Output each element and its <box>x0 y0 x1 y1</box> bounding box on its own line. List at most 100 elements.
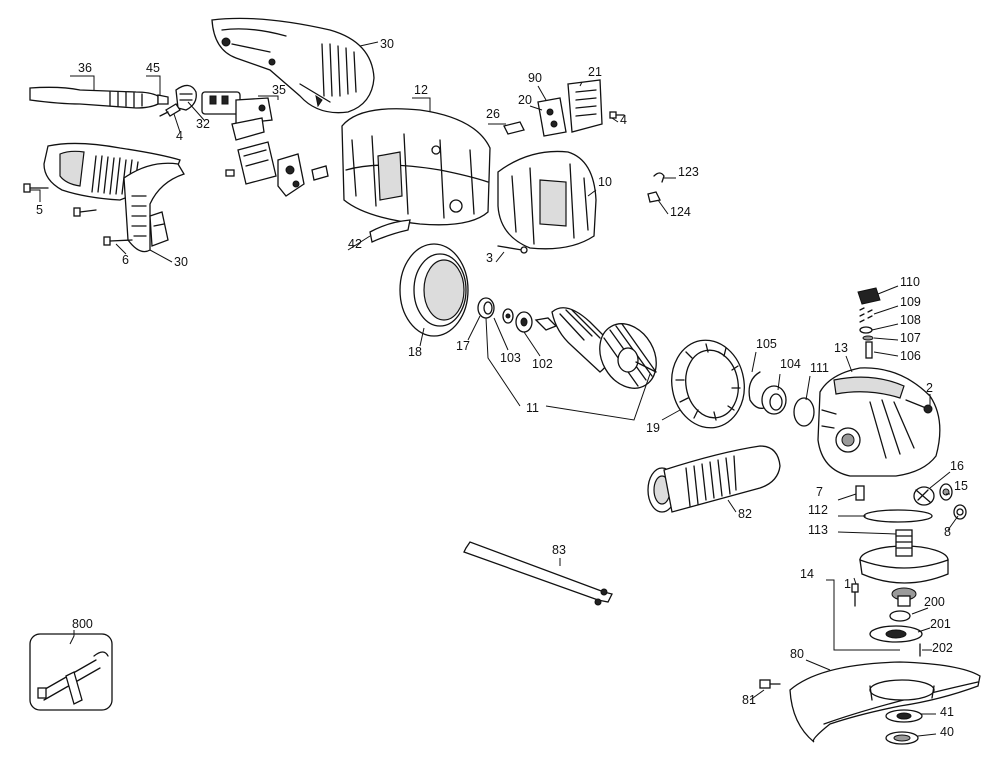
baffle-ring-18 <box>399 243 469 337</box>
label-123: 123 <box>678 165 699 179</box>
nut-40 <box>885 731 919 745</box>
cord-assembly <box>29 86 169 109</box>
label-21: 21 <box>588 65 602 79</box>
label-107: 107 <box>900 331 921 345</box>
screw-5 <box>23 183 49 193</box>
label-102: 102 <box>532 357 553 371</box>
gear-case <box>817 367 941 477</box>
label-83: 83 <box>552 543 566 557</box>
flange-41 <box>885 709 923 723</box>
label-106: 106 <box>900 349 921 363</box>
label-3: 3 <box>486 251 493 265</box>
label-200: 200 <box>924 595 945 609</box>
label-111: 111 <box>810 361 829 375</box>
brush-holder-right <box>537 79 625 137</box>
screw-7 <box>855 485 865 501</box>
bolt-81 <box>759 679 781 689</box>
screw-2 <box>905 399 933 414</box>
small-screw <box>159 103 181 117</box>
label-19: 19 <box>646 421 660 435</box>
fan-baffle-19 <box>671 339 745 429</box>
label-81: 81 <box>742 693 756 707</box>
label-2: 2 <box>926 381 933 395</box>
o-ring-112 <box>863 509 933 523</box>
washer-8 <box>953 504 967 520</box>
label-800: 800 <box>72 617 93 631</box>
stator <box>497 150 597 250</box>
washer-103 <box>502 308 514 324</box>
part-labels: 36 45 4 32 35 30 12 26 90 20 21 4 5 6 30… <box>36 37 968 739</box>
flange-201 <box>869 625 923 643</box>
label-80: 80 <box>790 647 804 661</box>
label-124: 124 <box>670 205 691 219</box>
label-42: 42 <box>348 237 362 251</box>
label-30b: 30 <box>174 255 188 269</box>
label-16: 16 <box>950 459 964 473</box>
label-8: 8 <box>944 525 951 539</box>
bearing-102 <box>515 311 533 333</box>
label-15: 15 <box>954 479 968 493</box>
handle-housing <box>43 142 185 253</box>
label-202: 202 <box>932 641 953 655</box>
screw-3 <box>497 245 528 254</box>
screw-1 <box>851 583 859 607</box>
label-82: 82 <box>738 507 752 521</box>
label-113: 113 <box>808 523 828 537</box>
wheel-guard <box>789 661 981 743</box>
label-5: 5 <box>36 203 43 217</box>
baffle-42 <box>369 219 411 243</box>
spindle-assembly <box>859 529 949 607</box>
label-108: 108 <box>900 313 921 327</box>
label-14: 14 <box>800 567 814 581</box>
label-11: 11 <box>526 401 539 415</box>
field-housing <box>341 108 491 226</box>
bearing-104 <box>761 385 787 415</box>
o-ring-111 <box>793 397 815 427</box>
spanner-wrench <box>463 541 613 606</box>
label-36: 36 <box>78 61 92 75</box>
label-45: 45 <box>146 61 160 75</box>
label-7: 7 <box>816 485 823 499</box>
label-41: 41 <box>940 705 954 719</box>
label-12: 12 <box>414 83 428 97</box>
label-4b: 4 <box>620 113 627 127</box>
label-109: 109 <box>900 295 921 309</box>
cord-clamp <box>175 84 197 111</box>
brush-26 <box>503 121 525 135</box>
label-20: 20 <box>518 93 532 107</box>
leader-lines <box>30 41 959 737</box>
label-110: 110 <box>900 275 920 289</box>
label-13: 13 <box>834 341 848 355</box>
label-104: 104 <box>780 357 801 371</box>
screw-6 <box>103 236 133 246</box>
armature <box>534 307 657 389</box>
label-17: 17 <box>456 339 470 353</box>
bearing-15 <box>939 483 953 501</box>
label-112: 112 <box>808 503 828 517</box>
brush-holder-left <box>225 141 329 197</box>
bearing-16 <box>913 486 935 506</box>
switch-assembly <box>201 91 273 141</box>
label-32: 32 <box>196 117 210 131</box>
flange-200 <box>889 610 911 622</box>
service-kit-box <box>29 633 113 711</box>
label-18: 18 <box>408 345 422 359</box>
label-40: 40 <box>940 725 954 739</box>
terminals <box>647 172 665 203</box>
bearing-17 <box>477 297 495 319</box>
label-26: 26 <box>486 107 500 121</box>
snap-ring-105 <box>748 371 765 409</box>
rear-housing-top <box>211 17 375 114</box>
screw-mid <box>73 207 97 217</box>
label-90: 90 <box>528 71 542 85</box>
lock-button <box>857 287 881 359</box>
label-6: 6 <box>122 253 129 267</box>
label-10: 10 <box>598 175 612 189</box>
side-handle <box>647 445 781 513</box>
label-103: 103 <box>500 351 521 365</box>
label-4: 4 <box>176 129 183 143</box>
label-201: 201 <box>930 617 951 631</box>
label-105: 105 <box>756 337 777 351</box>
label-1: 1 <box>844 577 851 591</box>
